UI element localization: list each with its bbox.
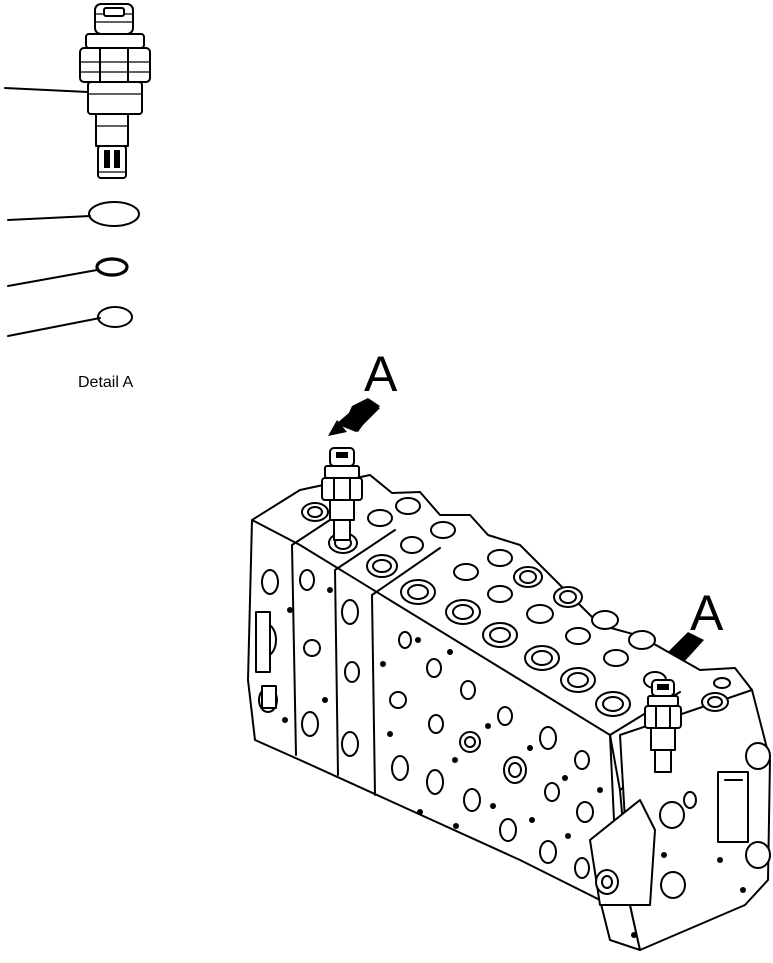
- leader-line-cartridge: [4, 87, 89, 93]
- cartridge-installed-left: [321, 447, 363, 541]
- callout-letter: A: [364, 346, 398, 402]
- o-ring-medium: [97, 306, 133, 328]
- main-valve-block: [247, 474, 771, 951]
- callout-letter: A: [690, 585, 724, 641]
- o-ring-large: [88, 201, 140, 227]
- callout-a-left: A: [328, 346, 398, 436]
- detail-caption: Detail A: [78, 374, 133, 391]
- cartridge-installed-right: [644, 679, 682, 773]
- leader-line-oring-1: [7, 215, 91, 221]
- detail-a-group: Detail A: [4, 3, 151, 391]
- leader-line-oring-2: [7, 269, 98, 287]
- o-ring-small: [95, 257, 129, 277]
- leader-line-oring-3: [7, 317, 101, 337]
- relief-valve-cartridge: [79, 3, 151, 179]
